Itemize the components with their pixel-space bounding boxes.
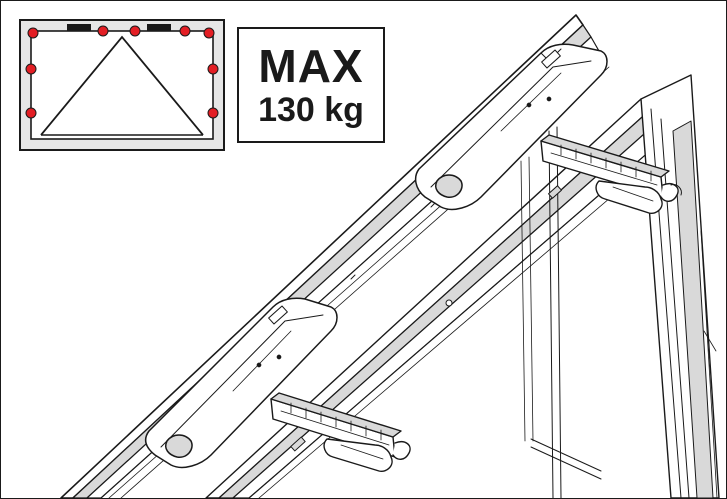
actuator-lower [144,297,338,469]
locking-point-markers [25,25,219,119]
max-load-value: 130 kg [258,91,364,129]
strike-plate-left [67,24,91,31]
locking-point-marker [97,25,109,37]
bracket-lower [270,392,411,472]
locking-point-marker [179,25,191,37]
window-sash-outline [30,30,214,140]
strike-plate-right [147,24,171,31]
locking-point-marker [129,25,141,37]
locking-point-marker [207,107,219,119]
locking-point-marker [25,63,37,75]
locking-point-marker [207,63,219,75]
max-load-label: MAX 130 kg [237,27,385,143]
locking-points-window-icon [19,19,225,151]
bracket-upper [540,134,682,214]
sash-hardware-details [290,185,562,452]
sash-side-profile [640,74,720,498]
actuator-upper [414,43,608,211]
tilt-indicator-lines [40,35,204,136]
max-word: MAX [258,40,364,92]
locking-point-marker [27,27,39,39]
locking-point-marker [25,107,37,119]
locking-point-marker [203,27,215,39]
